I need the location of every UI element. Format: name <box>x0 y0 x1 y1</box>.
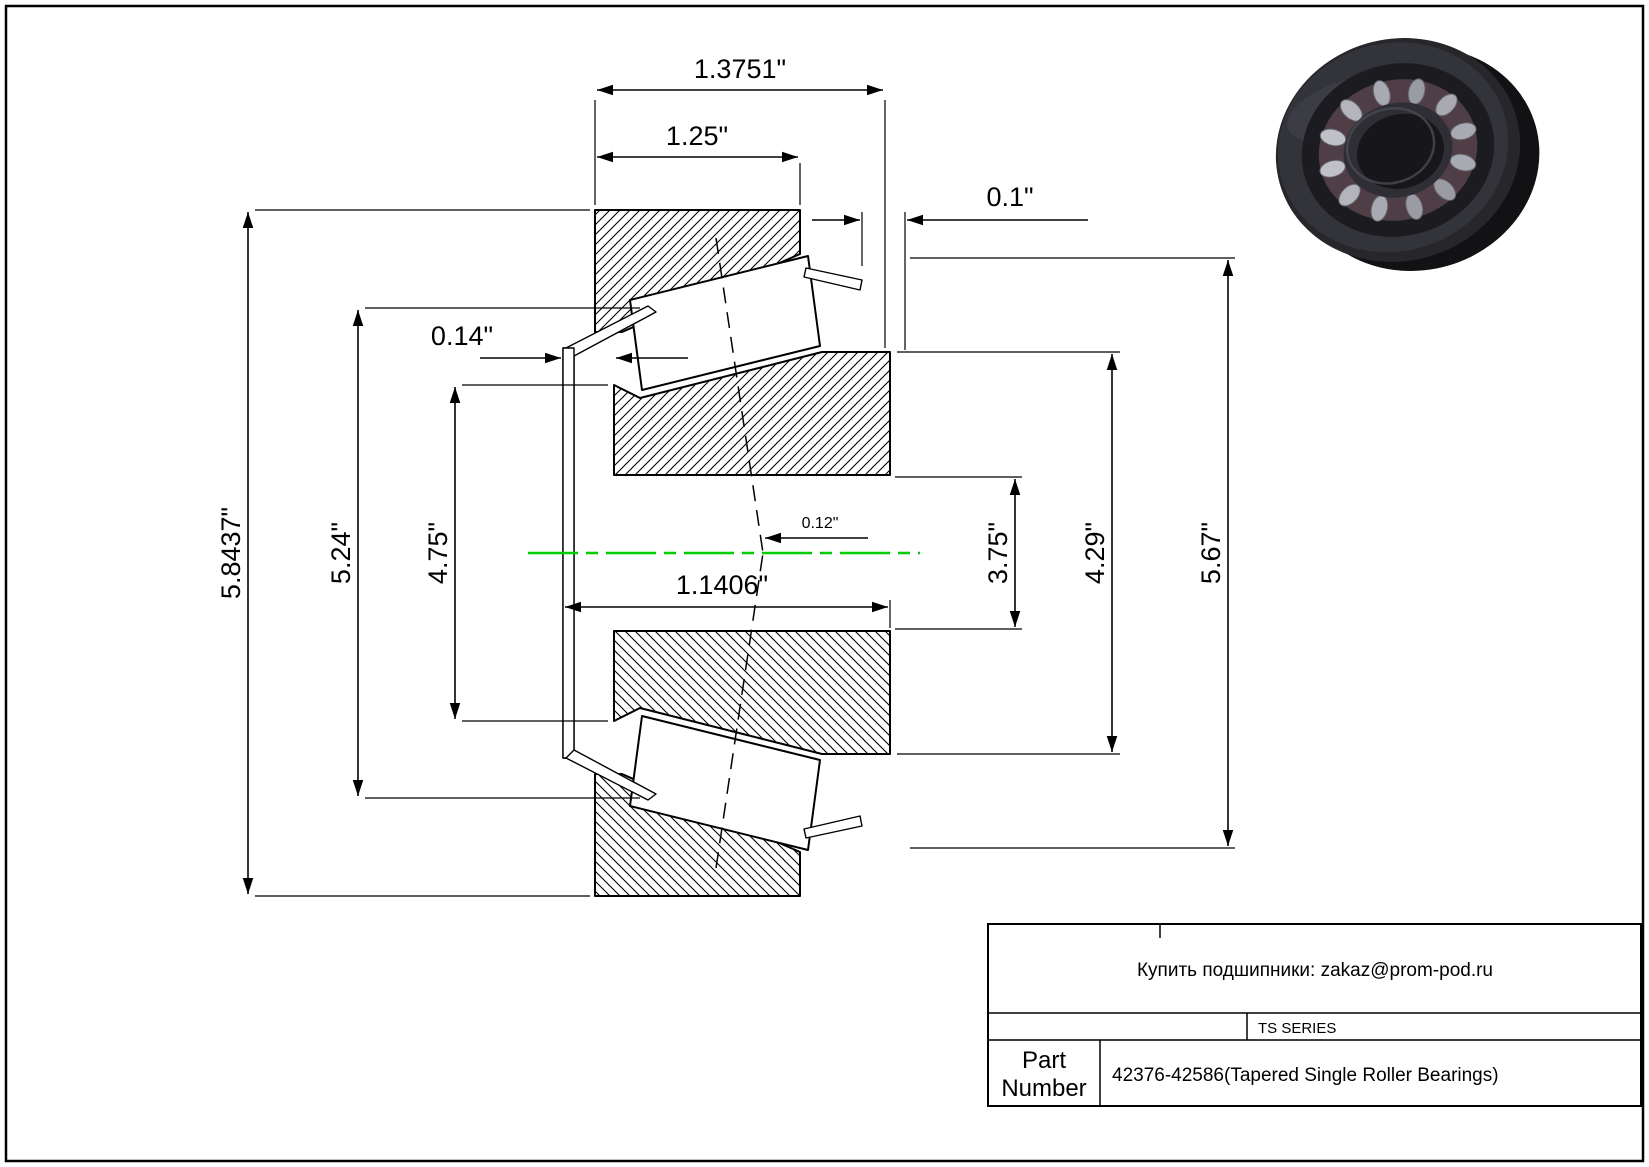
dim-cup-outer-diameter-label: 5.67" <box>1196 522 1226 584</box>
dim-cone-width: 1.1406" <box>565 570 891 628</box>
dim-flange-diameter: 5.8437" <box>216 209 590 897</box>
part-label-line1: Part <box>1022 1047 1066 1074</box>
part-number-value: 42376-42586(Tapered Single Roller Bearin… <box>1112 1065 1499 1086</box>
contact-line: Купить подшипники: zakaz@prom-pod.ru <box>1137 960 1493 981</box>
dim-cup-width: 1.25" <box>597 121 801 205</box>
dim-stand-out-label: 0.1" <box>986 182 1033 212</box>
dim-diameter-475: 4.75" <box>423 384 608 722</box>
dim-diameter-524-label: 5.24" <box>326 522 356 584</box>
dim-diameter-429: 4.29" <box>897 351 1120 755</box>
page-border <box>4 4 1645 1163</box>
dimension-annotations: 1.3751" 1.25" 0.1" 0.14" 5.8437" <box>216 54 1235 897</box>
dim-flange-offset-label: 0.14" <box>431 321 493 351</box>
tapered-roller <box>629 255 821 391</box>
dim-apex-offset: 0.12" <box>765 515 868 544</box>
part-label-line2: Number <box>1001 1075 1086 1102</box>
dim-cup-outer-diameter: 5.67" <box>910 257 1235 849</box>
series-label: TS SERIES <box>1258 1020 1336 1037</box>
dim-cup-width-label: 1.25" <box>666 121 728 151</box>
dim-flange-offset: 0.14" <box>431 321 688 364</box>
cage-strip-right <box>803 267 863 291</box>
dim-diameter-375: 3.75" <box>895 476 1022 630</box>
dim-stand-out: 0.1" <box>812 182 1088 350</box>
dim-apex-offset-label: 0.12" <box>802 515 839 532</box>
dim-diameter-429-label: 4.29" <box>1080 522 1110 584</box>
dim-diameter-475-label: 4.75" <box>423 522 453 584</box>
dim-overall-width-label: 1.3751" <box>694 54 786 84</box>
dim-flange-diameter-label: 5.8437" <box>216 507 246 599</box>
dim-diameter-375-label: 3.75" <box>983 522 1013 584</box>
cone-inner-ring <box>613 351 891 476</box>
title-block: Купить подшипники: zakaz@prom-pod.ru TS … <box>987 923 1642 1107</box>
roller-apex-dashed-line <box>715 237 764 554</box>
dim-overall-width: 1.3751" <box>594 54 886 348</box>
dim-cone-width-label: 1.1406" <box>676 570 768 600</box>
dim-diameter-524: 5.24" <box>326 307 640 799</box>
bearing-3d-image <box>1275 38 1540 272</box>
